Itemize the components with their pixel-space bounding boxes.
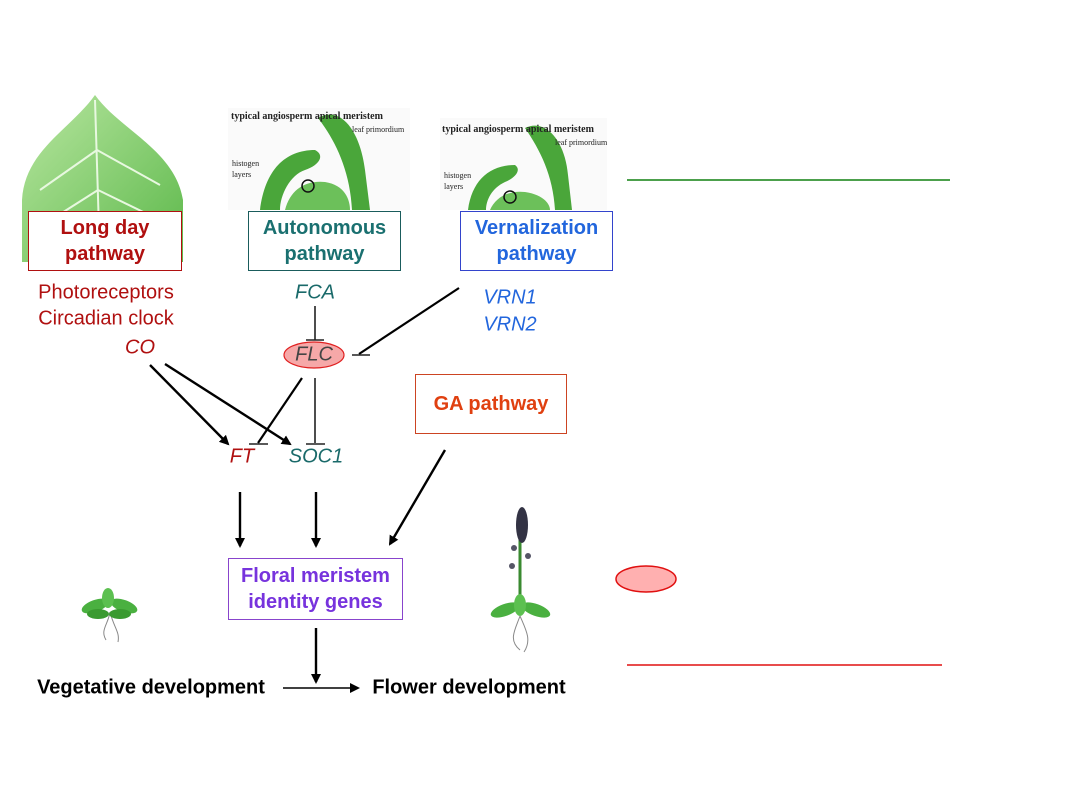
regulatory-edges: [249, 287, 460, 445]
ft-gene: FT: [229, 445, 255, 468]
rosette-plant: [81, 588, 138, 643]
vernalization-inhibits-flc: [358, 287, 460, 355]
co-gene: CO: [125, 336, 155, 359]
ga-activates-fmi: [388, 449, 447, 546]
flc-ellipse: [283, 341, 345, 369]
leaf-primordium-label-2: leaf primordium: [555, 138, 608, 147]
floral-meristem-box: Floral meristem identity genes: [228, 558, 403, 620]
flc-inhibits-ft: [257, 377, 303, 444]
circadian-clock-label: Circadian clock: [38, 307, 174, 330]
flowering-plant: [490, 507, 551, 653]
flc-gene: FLC: [295, 343, 333, 366]
co-activates-ft: [149, 364, 230, 446]
soc1-gene: SOC1: [288, 445, 344, 468]
vegetative-development-label: Vegetative development: [37, 676, 265, 699]
vernalization-pathway-box: Vernalization pathway: [460, 211, 613, 271]
leaf-primordium-label: leaf primordium: [352, 125, 405, 134]
meristem-title-2: typical angiosperm apical meristem: [442, 124, 594, 135]
co-activates-soc1: [164, 362, 292, 446]
meristem-diagram: [228, 108, 607, 210]
long-day-pathway-box: Long day pathway: [28, 211, 182, 271]
histogen-label-2: histogen layers: [444, 171, 472, 191]
autonomous-pathway-box: Autonomous pathway: [248, 211, 401, 271]
vrn2-gene: VRN2: [483, 313, 537, 336]
photoreceptors-label: Photoreceptors: [38, 281, 174, 304]
fca-gene: FCA: [295, 281, 335, 304]
legend-ellipse: [615, 565, 677, 593]
meristem-title: typical angiosperm apical meristem: [231, 111, 383, 122]
flower-development-label: Flower development: [372, 676, 566, 699]
vrn1-gene: VRN1: [483, 286, 537, 309]
histogen-label: histogen layers: [232, 159, 260, 179]
ga-pathway-box: GA pathway: [415, 374, 567, 434]
